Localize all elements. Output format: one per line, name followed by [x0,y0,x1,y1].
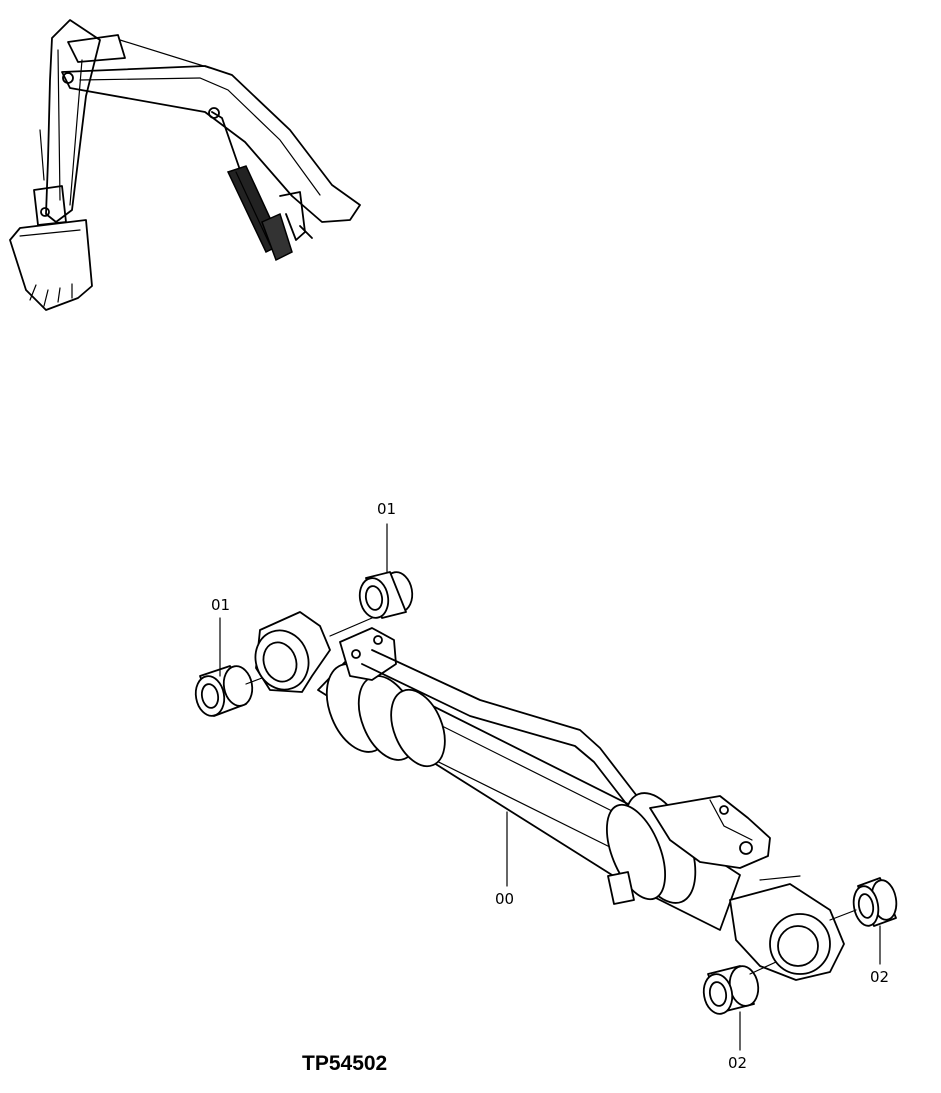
hydraulic-cylinder-assembly [254,611,845,981]
callout-01-top: 01 [377,500,397,518]
callout-00: 00 [495,890,515,908]
bushing-02-bottom [702,965,760,1015]
callout-02-right: 02 [870,968,890,986]
callout-01-left: 01 [211,596,231,614]
leader-lines [219,523,881,1051]
bushing-01-top [358,571,414,619]
figure-id-label: TP54502 [302,1052,388,1075]
bushing-02-right [852,877,898,927]
bushing-01-left [194,665,254,717]
backhoe-locator-illustration [9,19,361,311]
callout-02-bottom: 02 [728,1054,748,1072]
